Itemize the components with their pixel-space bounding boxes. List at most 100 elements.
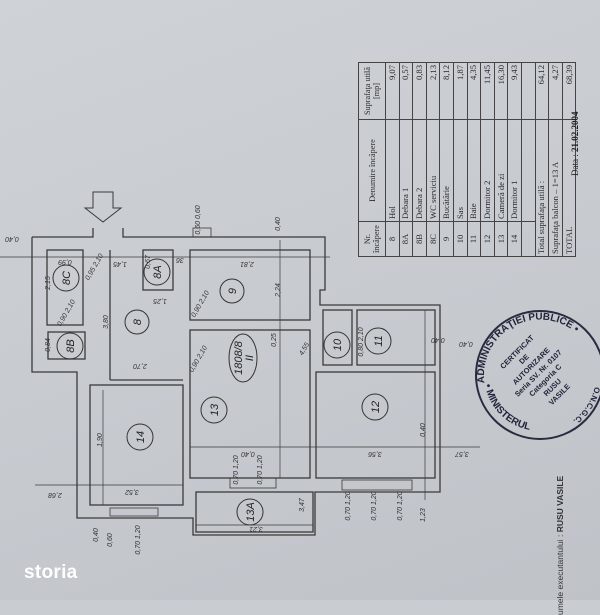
dimension-label: 3,21	[249, 525, 263, 532]
wall-8c	[46, 249, 84, 326]
cell-area: 1,87	[453, 62, 468, 120]
total-value: 64,12	[535, 62, 549, 120]
wall-13a	[195, 491, 314, 533]
executant-name: RUSU VASILE	[555, 475, 565, 533]
cell-nr: 10	[453, 221, 468, 257]
room-label-8: 8	[124, 309, 150, 335]
dimension-label: 3,47	[299, 497, 306, 512]
dimension-label: 2,70	[133, 362, 148, 369]
dimension-label: 3,52	[125, 488, 139, 495]
wall-10	[322, 309, 353, 366]
dimension-label: 1,23	[420, 508, 427, 522]
window	[109, 507, 159, 517]
dimension-label: 3,56	[368, 450, 382, 457]
room-label-14: 14	[126, 423, 154, 451]
cell-nr: 9	[439, 221, 454, 257]
dimension-label: 0,40	[459, 340, 473, 347]
dimension-label: 0,70 1,20	[257, 455, 264, 484]
svg-text:9: 9	[227, 288, 239, 294]
header-name: Denumire încăpere	[358, 119, 386, 222]
room-label-9: 9	[219, 278, 245, 304]
room-label-10: 10	[323, 331, 351, 359]
dimension-label: 0,40	[431, 336, 445, 343]
dimension-label: 4,55	[298, 342, 311, 357]
outer-wall	[32, 228, 94, 238]
dimension-label: 2,15	[45, 276, 52, 291]
svg-text:8C: 8C	[61, 271, 73, 285]
room-label-13a: 13A	[236, 498, 264, 526]
cell-area: 16,30	[494, 62, 508, 120]
cell-area: 2,13	[426, 62, 440, 120]
cell-nr: 8A	[399, 221, 413, 257]
dimension-label: 0,40	[420, 423, 427, 437]
dimension-label: 0,70 1,20	[345, 491, 352, 520]
dimension-label: 1,45	[113, 260, 127, 267]
total-row: Total suprafaţa utilă :64,12	[535, 62, 549, 257]
cell-nr: 8B	[412, 221, 427, 257]
dimension-label: 0,70 1,20	[233, 455, 240, 484]
cell-name: Bucătărie	[439, 119, 454, 222]
cell-nr: 13	[494, 221, 508, 257]
wall-12	[315, 371, 436, 479]
dimension-label: 2,81	[240, 260, 255, 267]
window	[341, 479, 413, 491]
cell-name: Baie	[467, 119, 481, 222]
svg-text:11: 11	[373, 335, 385, 346]
dimension-label: 0,60	[107, 533, 114, 547]
cell-name: Dormitor 2	[480, 119, 495, 222]
dimension-label: 0,40	[5, 235, 19, 242]
dimension-label: 1,25	[153, 297, 167, 304]
dimension-label: 0,99	[58, 258, 72, 265]
dimension-label: 2,24	[275, 283, 282, 298]
wall-8a	[142, 249, 174, 291]
empty-row	[521, 62, 536, 257]
cell-name: Hol	[385, 119, 400, 222]
cell-area: 4,35	[467, 62, 481, 120]
area-table-wrapper: Nr. încăpere Denumire încăpere Suprafaţa…	[358, 62, 576, 257]
dimension-label: 36	[176, 256, 184, 263]
room-label-8a: 8A	[143, 258, 171, 286]
document-date: Data : 21.02.2004	[570, 66, 580, 177]
cell-area: 9,43	[507, 62, 522, 120]
date-value: 21.02.2004	[570, 111, 580, 153]
dimension-label: 3,57	[454, 450, 469, 457]
cell-area: 0,83	[412, 62, 427, 120]
dimension-label: 1,90	[97, 433, 104, 447]
cell-area: 11,45	[480, 62, 495, 120]
executant: umele executantului : RUSU VASILE	[555, 435, 565, 615]
dimension-label: 0,84	[45, 338, 52, 352]
cell-name: WC serviciu	[426, 119, 440, 222]
room-label-13: 13	[200, 396, 228, 424]
dimension-label: 3,80	[103, 315, 110, 329]
dimension-label: 0,40	[275, 217, 282, 231]
outer-wall	[31, 228, 441, 536]
dimension-label: 0,60 0,60	[195, 205, 202, 234]
cell-name: Cameră de zi	[494, 119, 508, 222]
cell-name: Sas	[453, 119, 468, 222]
svg-text:8: 8	[132, 318, 144, 325]
cell-nr: 12	[480, 221, 495, 257]
cell-name: Debara 1	[399, 119, 413, 222]
svg-text:8B: 8B	[65, 339, 77, 352]
svg-text:13A: 13A	[245, 502, 257, 522]
cell-area: 9,07	[385, 62, 400, 120]
room-label-12: 12	[361, 393, 389, 421]
total-label: Total suprafaţa utilă :	[535, 119, 549, 257]
window	[192, 227, 212, 238]
cell-area: 8,12	[439, 62, 454, 120]
svg-text:10: 10	[332, 338, 344, 351]
svg-text:13: 13	[209, 403, 221, 416]
dimension-label: 0,90 2,10	[190, 290, 211, 319]
executant-label: umele executantului :	[555, 534, 565, 615]
dimension-label: 0,70 1,20	[371, 491, 378, 520]
total-label: Suprafaţa balcon – 1=13 A	[548, 119, 563, 257]
cell-nr: 8	[385, 221, 400, 257]
cell-nr: 11	[467, 221, 481, 257]
